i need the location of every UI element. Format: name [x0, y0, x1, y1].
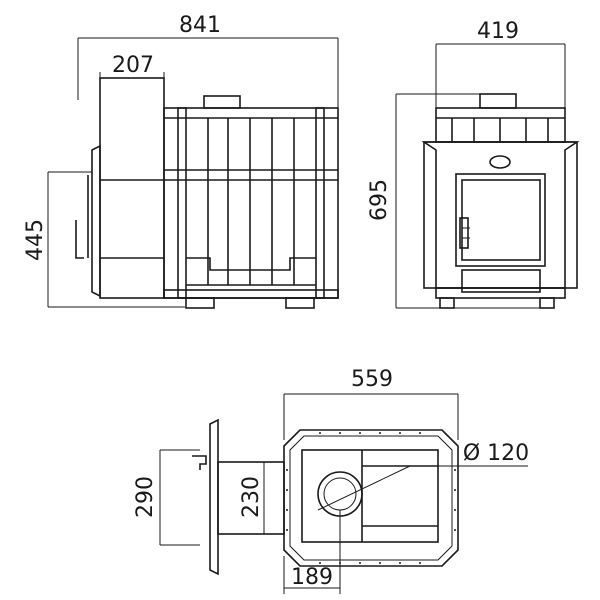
- dimension-841: 841: [77, 13, 339, 108]
- dimension-207: 207: [99, 53, 165, 108]
- dimension-flue-diameter: Ø 120: [317, 441, 529, 511]
- side-view: 841 207 445: [23, 13, 339, 309]
- dim-label-419: 419: [477, 19, 519, 44]
- flue-outlet: [317, 471, 363, 517]
- dim-label-559: 559: [351, 367, 393, 392]
- dim-label-flue-diameter: Ø 120: [463, 441, 529, 466]
- dimension-189: 189: [283, 510, 341, 594]
- dimension-445: 445: [23, 171, 185, 308]
- dim-label-841: 841: [179, 13, 221, 38]
- dim-label-207: 207: [112, 53, 154, 78]
- dimension-230: 230: [239, 462, 265, 534]
- dim-label-230: 230: [239, 476, 264, 518]
- dim-label-695: 695: [367, 179, 392, 221]
- dim-label-445: 445: [23, 219, 48, 261]
- dimension-695: 695: [367, 93, 550, 309]
- dimension-419: 419: [435, 19, 566, 108]
- dimension-559: 559: [283, 367, 459, 440]
- dim-label-290: 290: [133, 476, 158, 518]
- dim-label-189: 189: [291, 565, 333, 590]
- plan-view: 559 290 230 189 Ø 120: [133, 367, 529, 594]
- front-view: 419 695: [367, 19, 580, 309]
- dimension-290: 290: [133, 449, 200, 546]
- rivets: [286, 432, 456, 564]
